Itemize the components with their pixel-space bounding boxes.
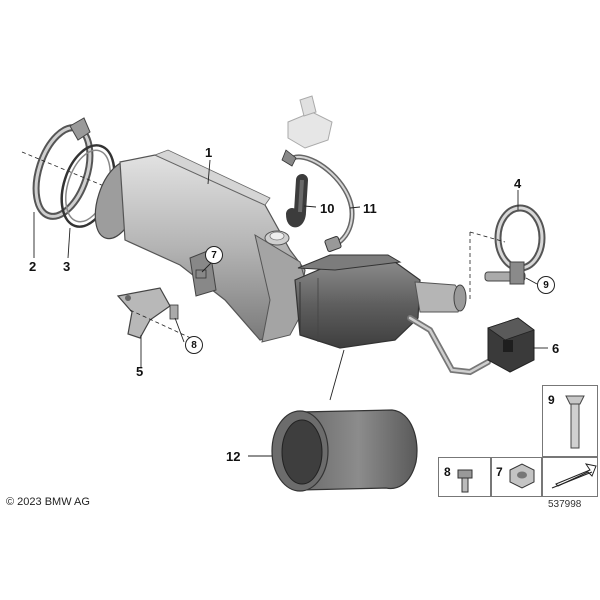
legend-screw-9-icon [565, 395, 585, 449]
legend-label-9: 9 [548, 393, 555, 407]
callout-11: 11 [363, 201, 377, 216]
legend-nut-7-icon [509, 463, 535, 489]
screw-8-on-diagram [129, 304, 196, 341]
legend-box-8: 8 [438, 457, 492, 497]
leader-lines [33, 159, 548, 457]
callout-9: 9 [537, 276, 555, 294]
callout-12: 12 [226, 449, 241, 464]
legend-box-9: 9 [542, 385, 598, 457]
clamp-part-4 [469, 204, 546, 300]
callout-6: 6 [552, 341, 560, 356]
legend-label-8: 8 [444, 465, 451, 479]
rubber-mount-part-6 [487, 317, 535, 373]
catalytic-converter-part-1 [94, 149, 491, 376]
hose-part-10 [286, 174, 308, 228]
callout-2: 2 [29, 259, 37, 274]
bracket-part-5 [116, 287, 171, 339]
callout-1: 1 [205, 145, 213, 160]
callout-8: 8 [185, 336, 203, 354]
legend-label-7: 7 [496, 465, 503, 479]
screw-7-on-diagram [195, 269, 207, 279]
legend-box-7: 7 [490, 457, 542, 497]
sensor-line-part-11 [281, 149, 355, 252]
legend-screw-8-icon [457, 469, 473, 493]
legend-box-arrow [542, 457, 598, 497]
legend-arrow-icon [551, 463, 597, 489]
image-number: 537998 [548, 499, 582, 510]
sensor-connector [287, 95, 333, 149]
clamp-part-2 [21, 117, 105, 220]
callout-3: 3 [63, 259, 71, 274]
callout-7: 7 [205, 246, 223, 264]
sleeve-part-12 [271, 409, 418, 492]
copyright-text: © 2023 BMW AG [6, 496, 90, 508]
callout-10: 10 [320, 201, 335, 216]
callout-4: 4 [514, 176, 522, 191]
callout-5: 5 [136, 364, 144, 379]
